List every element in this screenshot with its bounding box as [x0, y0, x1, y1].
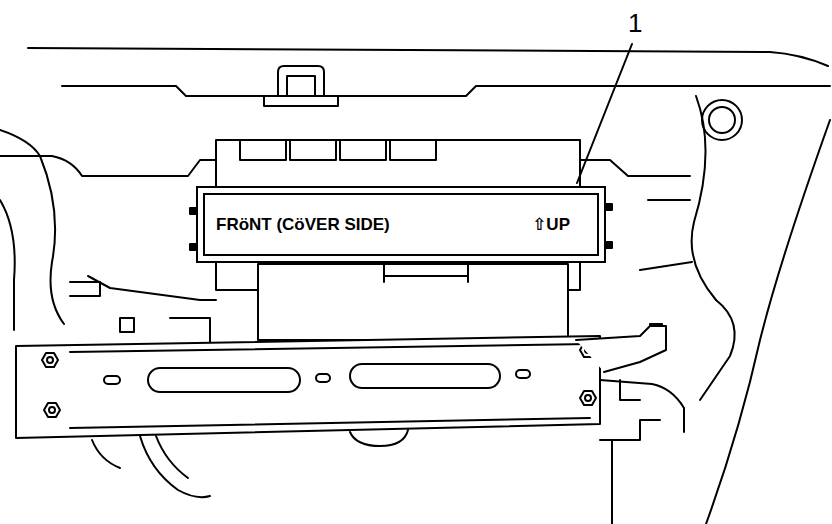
filter-label-text: ⇧UP: [532, 214, 570, 235]
callout-number: 1: [628, 10, 642, 36]
filter-label-box: FRöNT (CöVER SIDE) ⇧UP: [196, 186, 606, 263]
filter-label-text: FRöNT (CöVER SIDE): [216, 215, 390, 235]
